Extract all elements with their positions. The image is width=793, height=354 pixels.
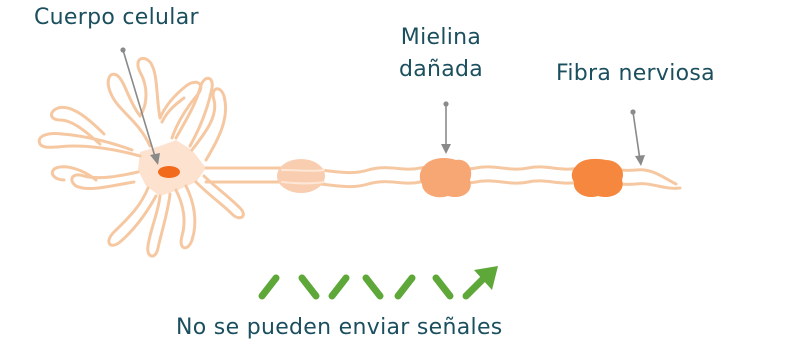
pointer-line-cell-body (122, 49, 157, 161)
neuron-cell (37, 56, 682, 258)
broken-signal-arrow (258, 274, 488, 300)
dendrite-top-right (174, 76, 214, 148)
dendrite-left-loop (50, 105, 106, 146)
dendrite-bottom-3 (174, 184, 197, 250)
damaged-myelin-label: Mielina dañada (386, 22, 496, 86)
nucleus (158, 166, 180, 178)
dendrite-left-lower-loop (50, 165, 98, 182)
pointer-line-fiber (632, 111, 641, 161)
damaged-myelin-label-line2: dañada (398, 56, 484, 82)
dendrite-top (106, 56, 203, 148)
pointers (120, 47, 645, 166)
cell-body-label: Cuerpo celular (34, 5, 199, 30)
signal-dash-6 (432, 274, 454, 300)
signal-dash-7 (462, 274, 488, 300)
pointer-arrow-cell-body (150, 153, 160, 165)
dendrite-right-upper (190, 87, 228, 162)
caption-no-signals: No se pueden enviar señales (176, 315, 503, 340)
signal-arrowhead (474, 266, 498, 290)
axon-overlay (281, 169, 325, 185)
signal-dash-5 (394, 274, 416, 300)
nerve-fiber-label: Fibra nerviosa (556, 61, 715, 86)
dendrite-left-lower (70, 170, 140, 190)
myelin-segment-3 (571, 158, 624, 198)
dendrite-top-inner (160, 96, 186, 124)
pointer-arrow-myelin (441, 144, 451, 154)
signal-dash-3 (328, 274, 350, 300)
signal-dash-2 (298, 274, 320, 300)
dendrite-bottom-right (194, 174, 245, 220)
myelin-segment-1 (277, 159, 325, 193)
signal-dash-1 (258, 274, 280, 300)
damaged-myelin-label-line1: Mielina (400, 25, 482, 50)
dendrite-left (37, 132, 142, 158)
pointer-arrow-fiber (635, 155, 645, 166)
signal-dash-4 (362, 274, 384, 300)
myelin-segment-damaged (419, 158, 472, 198)
dendrite-bottom (107, 186, 158, 247)
dendrite-bottom-2 (146, 192, 172, 258)
